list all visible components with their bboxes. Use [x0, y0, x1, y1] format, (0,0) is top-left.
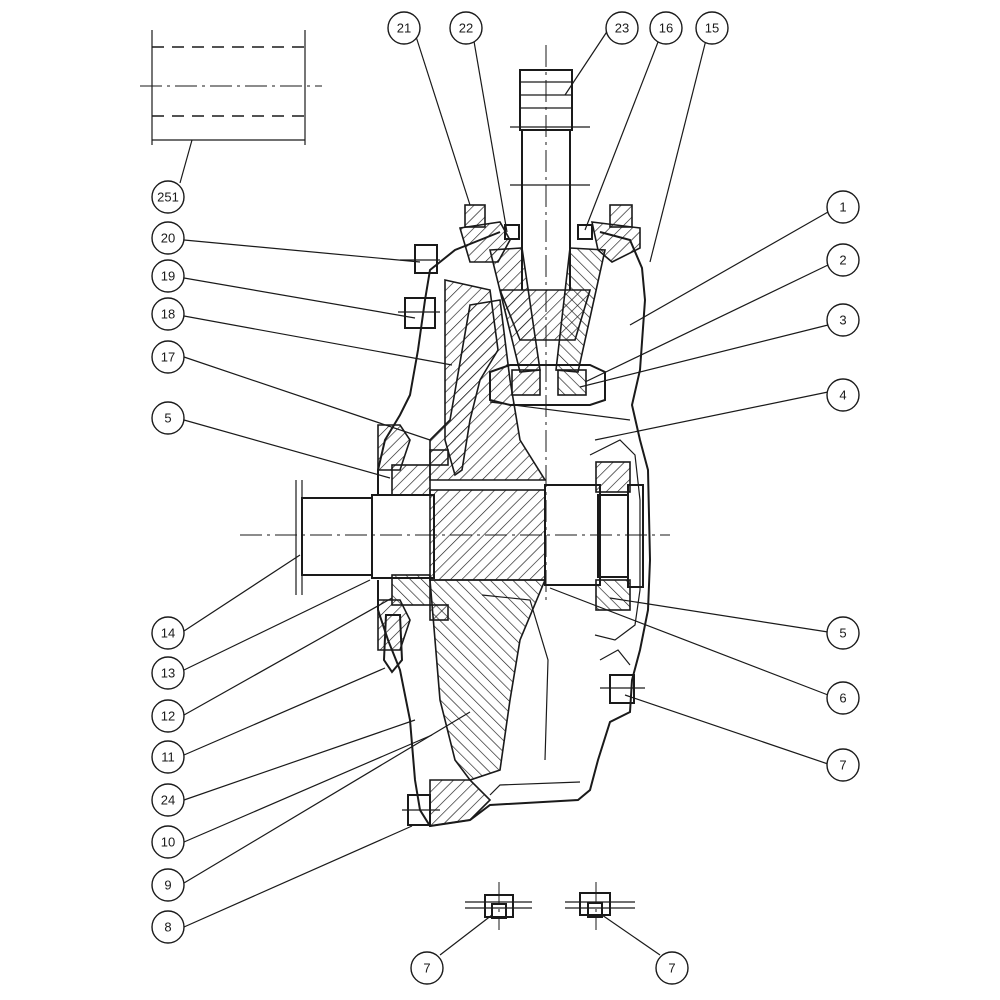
callout-label: 7	[839, 758, 846, 773]
callout-23: 23	[605, 11, 639, 45]
callout-7-right: 7	[826, 748, 860, 782]
callout-9: 9	[151, 868, 185, 902]
callout-label: 6	[839, 691, 846, 706]
callout-2: 2	[826, 243, 860, 277]
center-bearing	[489, 364, 631, 421]
detail-251-symbol	[140, 30, 322, 145]
callout-7-bottom-left: 7	[410, 951, 444, 985]
callout-13: 13	[151, 656, 185, 690]
callout-label: 2	[839, 253, 846, 268]
callout-16: 16	[649, 11, 683, 45]
callout-5-right: 5	[826, 616, 860, 650]
callout-label: 5	[164, 411, 171, 426]
plug-detail-right	[565, 882, 635, 930]
callout-label: 12	[161, 709, 175, 724]
callout-19: 19	[151, 259, 185, 293]
callout-label: 5	[839, 626, 846, 641]
callout-22: 22	[449, 11, 483, 45]
callout-label: 251	[157, 190, 179, 205]
callout-18: 18	[151, 297, 185, 331]
callout-20: 20	[151, 221, 185, 255]
callout-label: 1	[839, 200, 846, 215]
callout-21: 21	[387, 11, 421, 45]
bevel-gear	[429, 279, 549, 827]
callout-label: 19	[161, 269, 175, 284]
callout-label: 16	[659, 21, 673, 36]
callout-3: 3	[826, 303, 860, 337]
callout-7-bottom-right: 7	[655, 951, 689, 985]
callout-label: 24	[161, 793, 175, 808]
callout-17: 17	[151, 340, 185, 374]
callout-5-left: 5	[151, 401, 185, 435]
callout-label: 8	[164, 920, 171, 935]
plug-detail-left	[465, 882, 532, 930]
callout-11: 11	[151, 740, 185, 774]
callout-label: 14	[161, 626, 175, 641]
callout-label: 11	[161, 750, 175, 765]
callout-label: 9	[164, 878, 171, 893]
callout-label: 13	[161, 666, 175, 681]
top-cover	[458, 204, 641, 263]
callout-1: 1	[826, 190, 860, 224]
callout-label: 22	[459, 21, 473, 36]
leader-lines	[179, 23, 829, 956]
callout-10: 10	[151, 825, 185, 859]
callout-label: 7	[668, 961, 675, 976]
callout-label: 21	[397, 21, 411, 36]
bolts	[382, 244, 645, 826]
callout-251: 251	[151, 180, 185, 214]
callout-4: 4	[826, 378, 860, 412]
callout-label: 4	[839, 388, 846, 403]
callout-label: 3	[839, 313, 846, 328]
bevel-pinion	[488, 247, 606, 373]
callout-12: 12	[151, 699, 185, 733]
callout-label: 20	[161, 231, 175, 246]
callout-label: 10	[161, 835, 175, 850]
callout-label: 18	[161, 307, 175, 322]
callout-label: 23	[615, 21, 629, 36]
output-shaft	[240, 480, 670, 595]
callout-15: 15	[695, 11, 729, 45]
callout-14: 14	[151, 616, 185, 650]
callout-24: 24	[151, 783, 185, 817]
callout-label: 17	[161, 350, 175, 365]
callout-label: 7	[423, 961, 430, 976]
right-bearing	[595, 461, 644, 611]
callout-8: 8	[151, 910, 185, 944]
callout-6: 6	[826, 681, 860, 715]
callout-label: 15	[705, 21, 719, 36]
